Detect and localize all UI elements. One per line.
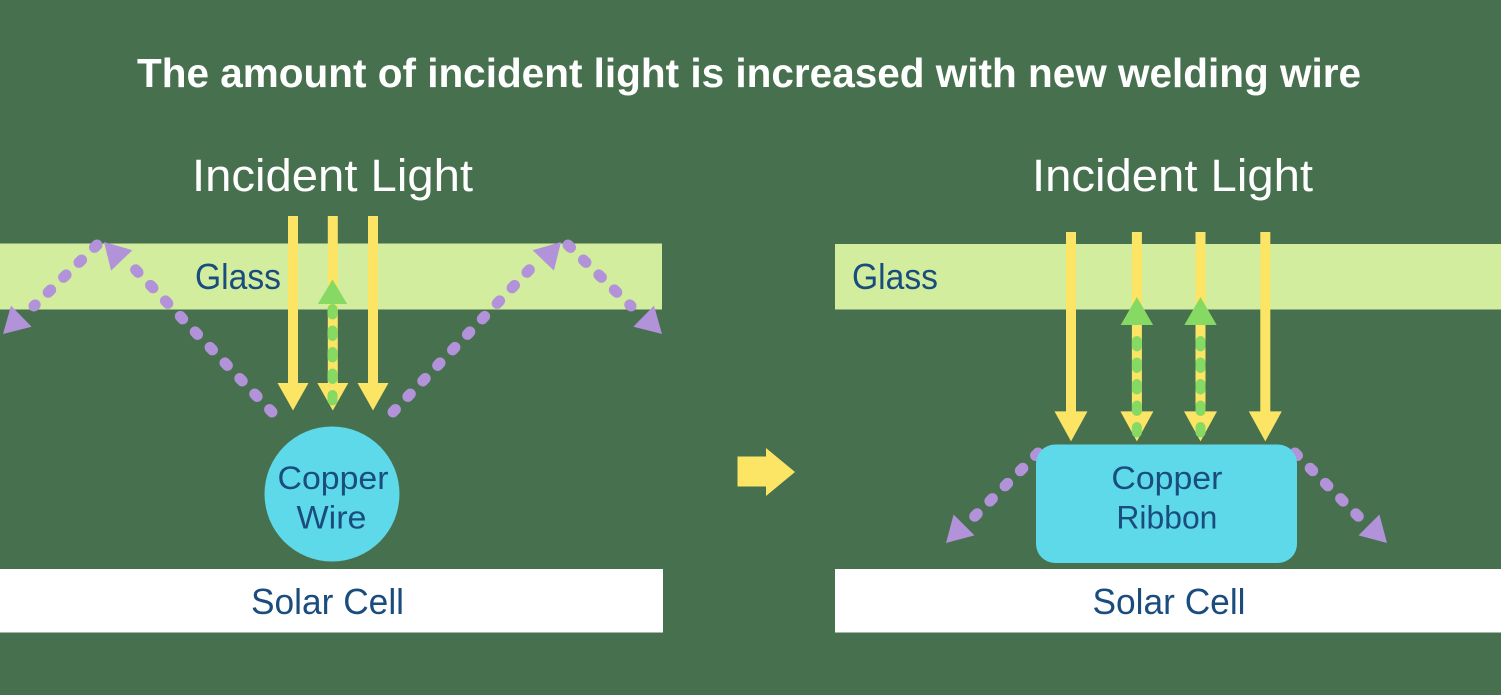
svg-text:Wire: Wire [297,500,367,536]
svg-text:Incident Light: Incident Light [1032,150,1314,201]
svg-text:Copper: Copper [278,460,389,496]
svg-text:Copper: Copper [1111,460,1222,496]
svg-text:The amount of incident light i: The amount of incident light is increase… [137,50,1361,96]
svg-text:Glass: Glass [195,256,281,297]
svg-text:Solar Cell: Solar Cell [251,581,404,622]
svg-text:Ribbon: Ribbon [1116,500,1217,536]
svg-text:Solar Cell: Solar Cell [1093,581,1246,622]
svg-text:Incident Light: Incident Light [192,150,474,201]
svg-text:Glass: Glass [852,256,938,297]
